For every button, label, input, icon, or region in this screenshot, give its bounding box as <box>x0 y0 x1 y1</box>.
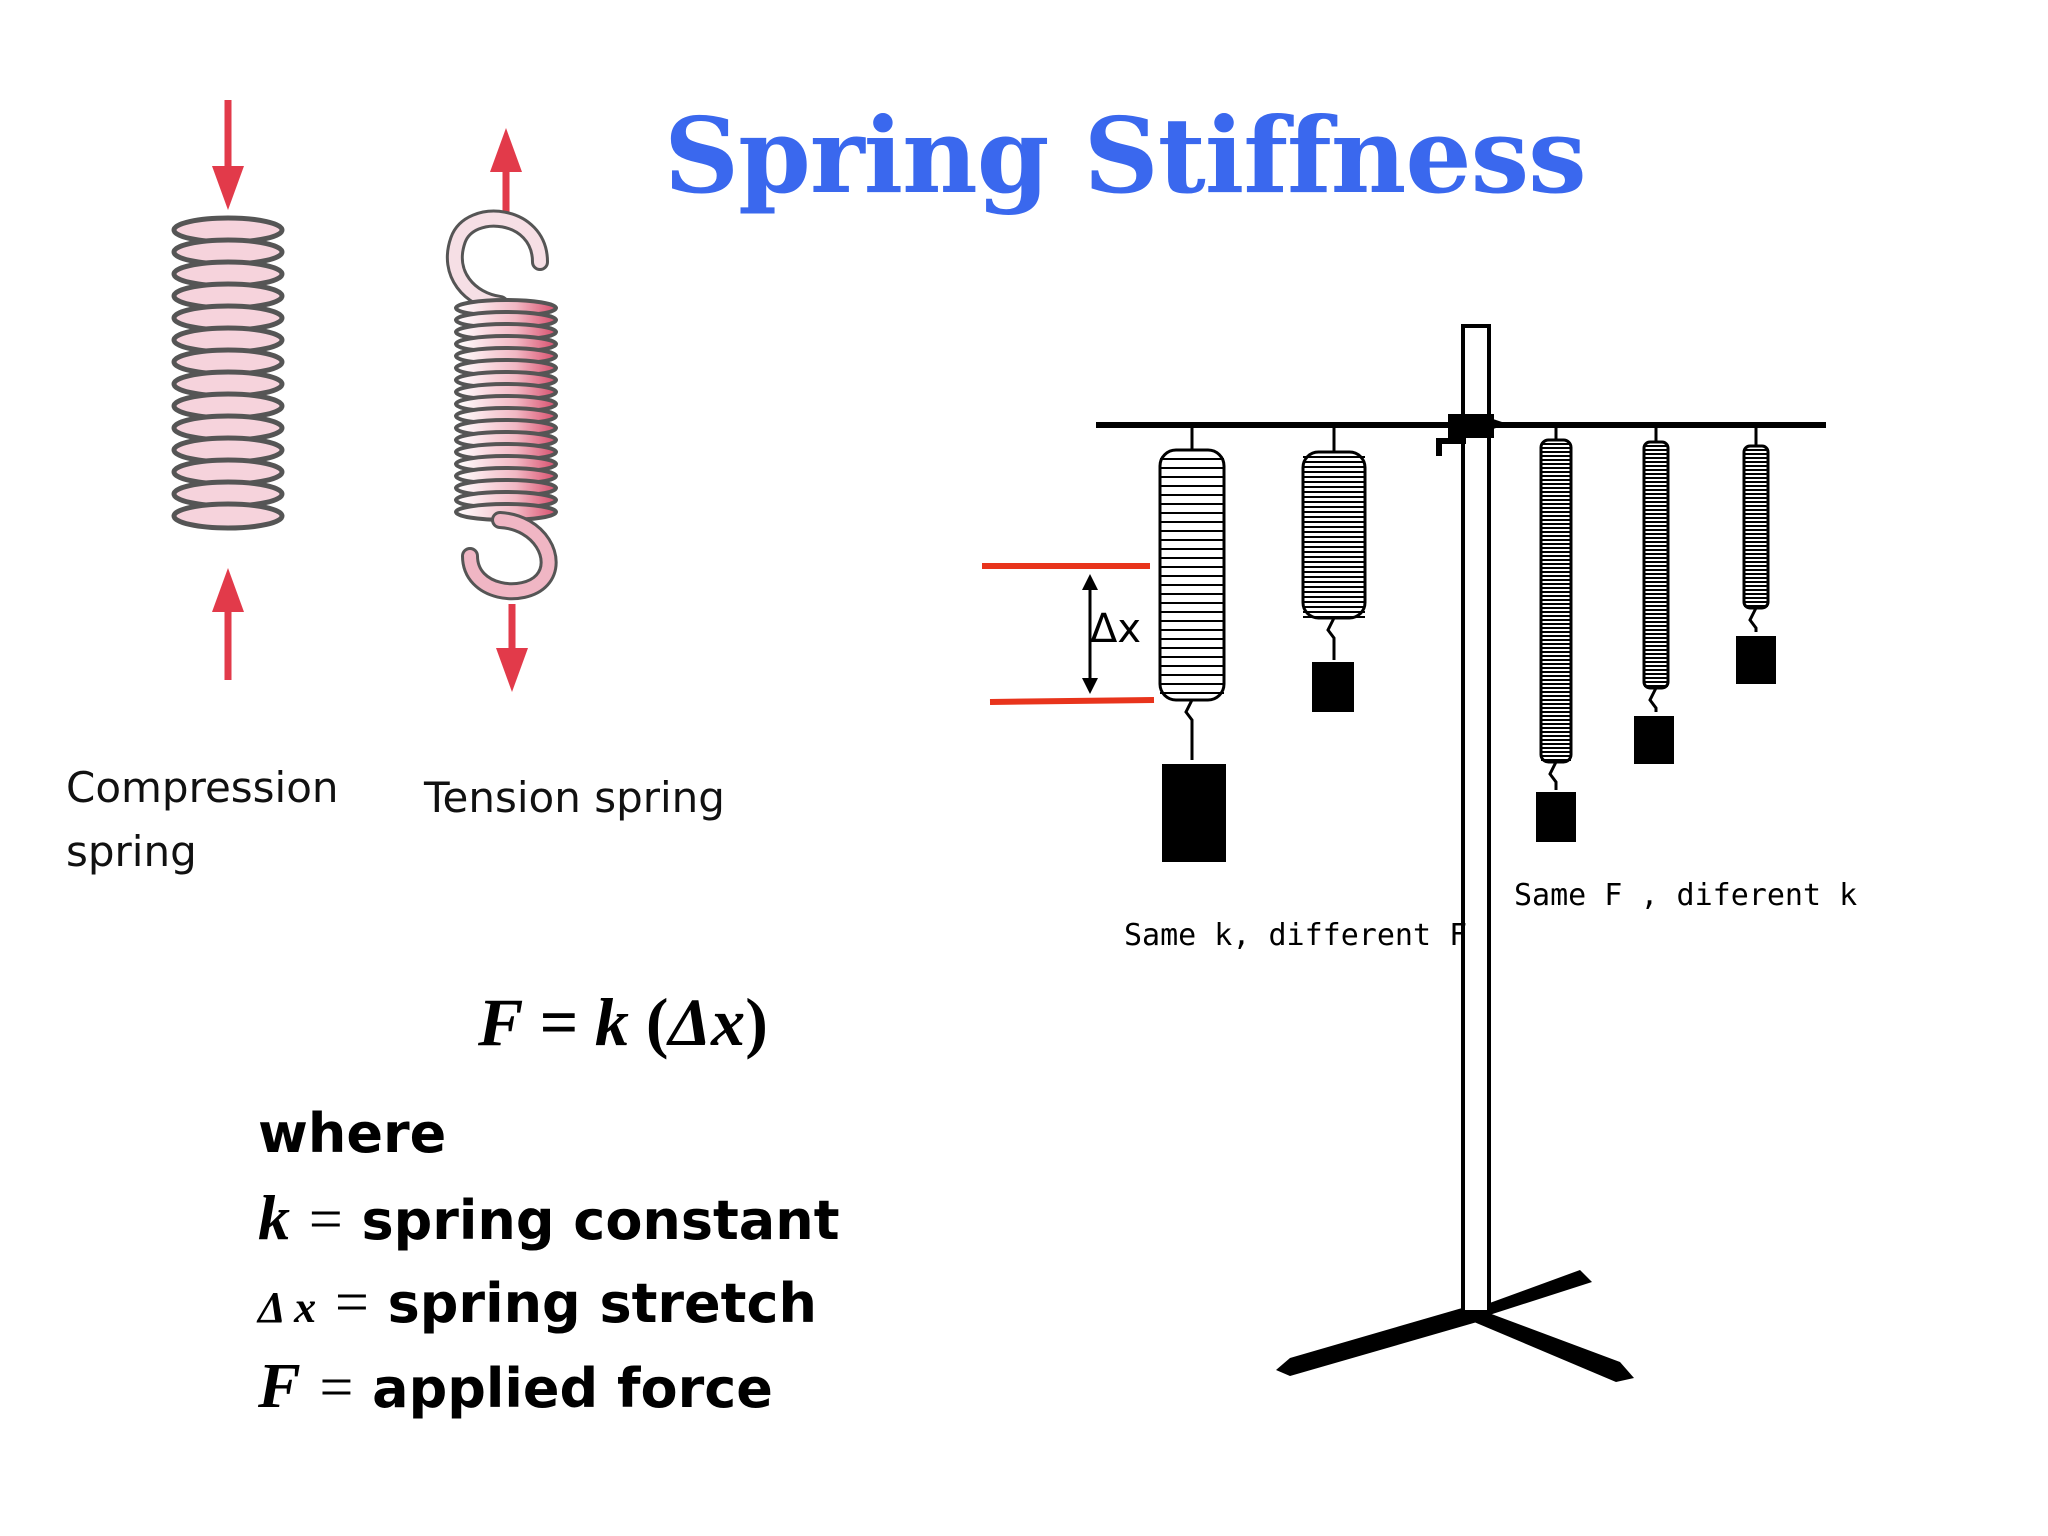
legend-equals: = <box>334 1269 369 1335</box>
legend-equals: = <box>308 1186 343 1252</box>
hanging-springs <box>1158 428 1776 862</box>
tension-spring-illustration <box>445 128 558 692</box>
tension-caption: Tension spring <box>424 773 725 822</box>
compression-spring-illustration <box>171 100 285 680</box>
hanging-spring <box>1301 428 1367 712</box>
legend-symbol: Δ x <box>258 1283 317 1332</box>
mass-block <box>1634 716 1674 764</box>
delta-x-label: Δx <box>1090 606 1142 652</box>
legend-symbol: F <box>258 1350 301 1421</box>
legend-text: applied force <box>372 1357 773 1420</box>
variable-legend: where k = spring constant Δ x = spring s… <box>258 1092 878 1428</box>
tension-coils <box>454 298 558 522</box>
spring-stand-diagram <box>982 324 1826 1382</box>
formula-equals: = <box>539 984 578 1060</box>
legend-equals: = <box>319 1354 354 1420</box>
compression-bottom-arrow-icon <box>212 568 244 680</box>
formula-k: k <box>594 984 629 1060</box>
hanging-spring <box>1634 428 1674 764</box>
legend-row-k: k = spring constant <box>258 1176 878 1260</box>
formula-force: F <box>478 984 523 1060</box>
legend-symbol: k <box>258 1182 290 1253</box>
hanging-spring <box>1158 428 1226 862</box>
legend-text: spring stretch <box>387 1272 817 1335</box>
hanging-spring <box>1536 428 1576 842</box>
legend-row-dx: Δ x = spring stretch <box>258 1260 878 1344</box>
compression-caption: Compression spring <box>66 763 339 876</box>
legend-row-f: F = applied force <box>258 1344 878 1428</box>
compression-coils <box>171 215 285 531</box>
legend-text: spring constant <box>361 1189 840 1252</box>
hanging-spring <box>1736 428 1776 684</box>
tension-bottom-arrow-icon <box>496 604 528 692</box>
formula-dx: Δx <box>668 984 746 1060</box>
mass-block <box>1736 636 1776 684</box>
mass-block <box>1536 792 1576 842</box>
same-f-label: Same F , diferent k <box>1514 878 1858 913</box>
compression-top-arrow-icon <box>212 100 244 210</box>
slide-title: Spring Stiffness <box>664 94 1587 217</box>
coil <box>171 501 285 531</box>
mass-block <box>1162 764 1226 862</box>
mass-block <box>1312 662 1354 712</box>
formula-open-paren: ( <box>645 984 669 1060</box>
stretch-marker <box>982 563 1155 705</box>
hooke-formula: F = k (Δx) <box>478 980 838 1064</box>
same-k-label: Same k, different F <box>1124 918 1468 953</box>
legend-where: where <box>258 1102 447 1165</box>
formula-close-paren: ) <box>745 984 768 1060</box>
tension-top-arrow-icon <box>490 128 522 212</box>
